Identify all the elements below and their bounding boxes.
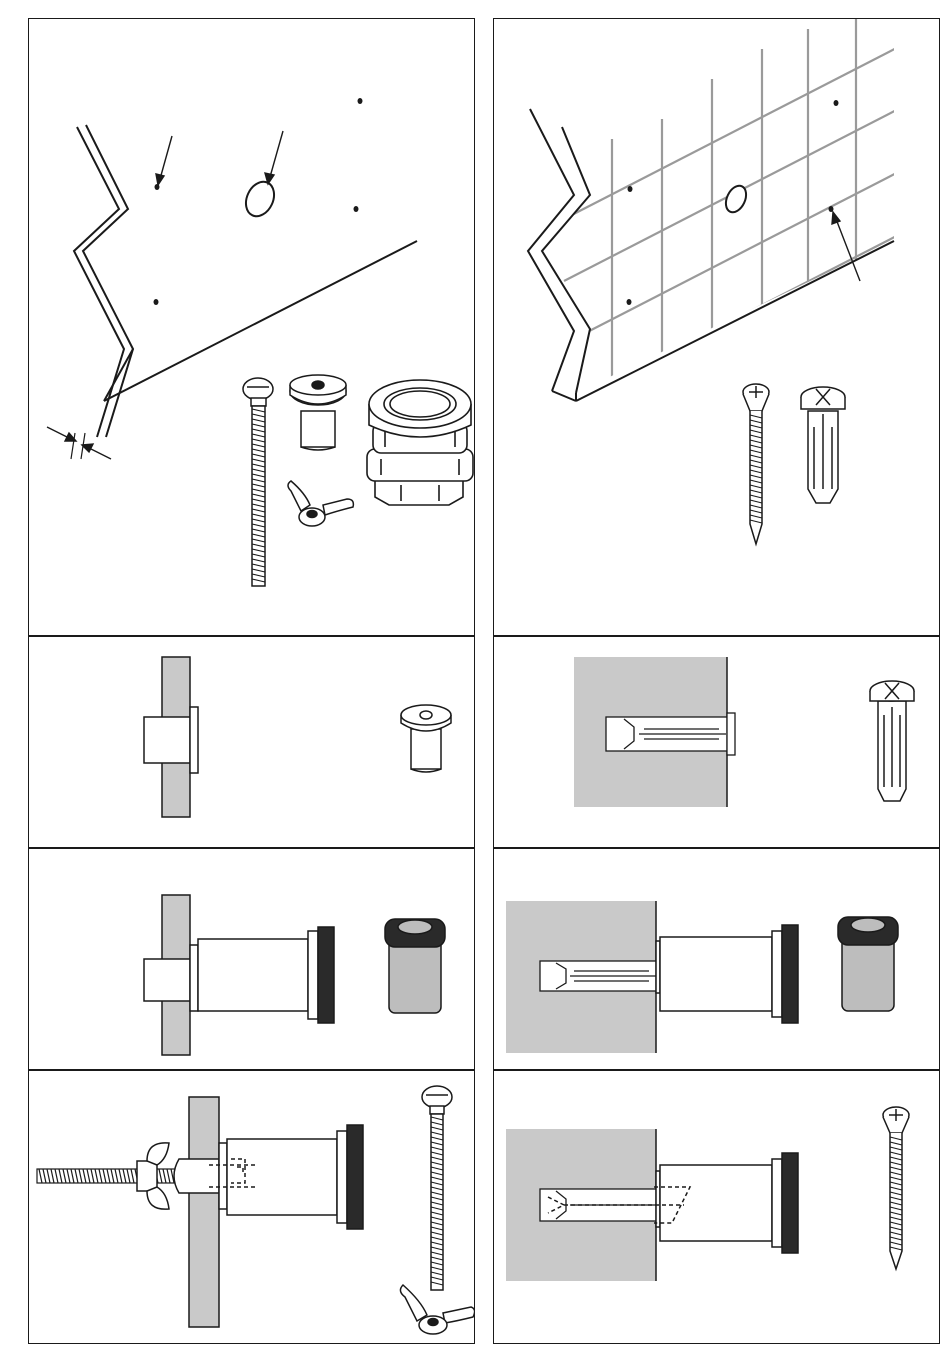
- wall-plug-installed: [540, 961, 656, 991]
- wall-plug-installed: [606, 713, 735, 755]
- panel-thin-wall-step-3: [28, 1070, 475, 1344]
- wall-plug-installed: [540, 1189, 656, 1221]
- rivet-nut-icon: [401, 705, 451, 772]
- rivet-nut-icon: [290, 375, 346, 450]
- assembly: [656, 925, 798, 1023]
- wood-screw-icon: [883, 1107, 909, 1269]
- panel-tiled-wall-overview: [493, 18, 940, 636]
- panel-thin-wall-step-2: [28, 848, 475, 1070]
- wall-section: [189, 1097, 219, 1327]
- machine-screw-icon: [422, 1086, 452, 1290]
- wing-nut-icon: [400, 1285, 474, 1334]
- wood-screw-icon: [743, 384, 769, 544]
- stopper-icon: [838, 917, 898, 1011]
- rivet-nut-installed: [144, 707, 198, 773]
- pointer-arrows: [47, 131, 283, 459]
- panel-thin-wall-step-1: [28, 636, 475, 848]
- panel-tiled-wall-step-2: [493, 848, 940, 1070]
- panel-thin-wall-overview: [28, 18, 475, 636]
- stopper-icon: [385, 919, 445, 1013]
- tiled-wall-grid: [564, 19, 914, 439]
- wall-plug-icon: [870, 681, 914, 801]
- panel-tiled-wall-step-1: [493, 636, 940, 848]
- machine-screw-icon: [243, 378, 273, 586]
- panel-tiled-wall-step-3: [493, 1070, 940, 1344]
- wing-nut-icon: [288, 481, 353, 526]
- wall-plug-icon: [801, 387, 845, 503]
- cable-gland-icon: [367, 380, 473, 505]
- large-hole-icon: [241, 177, 280, 221]
